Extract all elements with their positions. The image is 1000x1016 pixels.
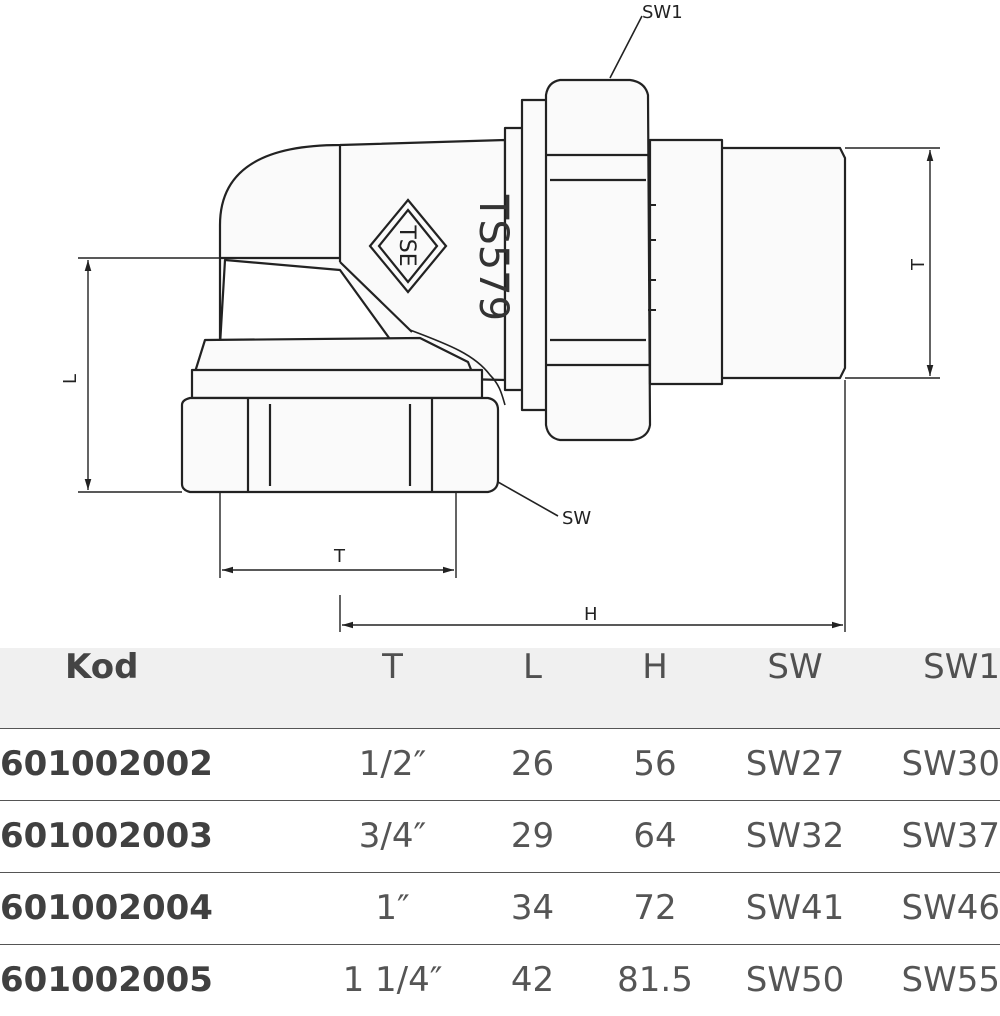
cell-sw1: SW55 xyxy=(901,960,1000,1001)
cell-l: 42 xyxy=(510,960,555,1001)
cell-code: 601002002 xyxy=(0,744,213,784)
cell-h: 72 xyxy=(633,888,677,928)
sw1-leader xyxy=(609,15,643,79)
cell-sw1: SW46 xyxy=(901,888,1000,928)
cell-h: 64 xyxy=(633,816,677,856)
fitting-technical-drawing: TSE TS579 SW1 SW T L T H xyxy=(60,2,940,632)
upper-hex-nut xyxy=(544,78,652,442)
cell-l: 29 xyxy=(510,816,555,856)
tse-logo: TSE xyxy=(368,198,448,294)
cell-sw: SW41 xyxy=(745,888,845,928)
elbow-ridge xyxy=(339,261,413,333)
cell-sw: SW32 xyxy=(745,816,845,856)
lower-collar xyxy=(193,336,474,374)
cell-t: 1″ xyxy=(375,888,410,928)
header-kod: Kod xyxy=(65,647,139,687)
table-row: 601002002 1/2″ 26 56 SW27 SW30 xyxy=(0,728,1000,800)
header-sw1: SW1 xyxy=(923,647,1000,687)
spec-table: Kod T L H SW SW1 601002002 1/2″ 26 56 SW… xyxy=(0,648,1000,1016)
table-header-row: Kod T L H SW SW1 xyxy=(0,648,1000,728)
label-h: H xyxy=(584,604,598,625)
sw-leader xyxy=(497,481,559,517)
cell-l: 26 xyxy=(510,744,555,784)
table-row: 601002003 3/4″ 29 64 SW32 SW37 xyxy=(0,800,1000,872)
union-flange-2 xyxy=(520,98,550,412)
header-sw: SW xyxy=(767,647,823,687)
cell-l: 34 xyxy=(510,888,555,928)
table-row: 601002005 1 1/4″ 42 81.5 SW50 SW55 xyxy=(0,944,1000,1016)
lower-collar-ring xyxy=(190,368,484,400)
header-l: L xyxy=(523,647,542,687)
cell-sw: SW50 xyxy=(745,960,845,1001)
table-row: 601002004 1″ 34 72 SW41 SW46 xyxy=(0,872,1000,944)
header-h: H xyxy=(642,647,668,687)
cell-t: 1 1/4″ xyxy=(342,960,443,1001)
header-t: T xyxy=(382,647,403,687)
cell-h: 81.5 xyxy=(617,960,693,1001)
standard-mark: TS579 xyxy=(470,194,516,321)
label-t-right: T xyxy=(908,258,929,271)
seal-wire xyxy=(409,329,506,406)
cell-t: 3/4″ xyxy=(358,816,427,856)
cell-t: 1/2″ xyxy=(358,744,427,784)
label-l: L xyxy=(60,374,81,384)
cell-code: 601002005 xyxy=(0,960,213,1001)
label-sw1: SW1 xyxy=(642,2,683,23)
cell-sw1: SW37 xyxy=(901,816,1000,856)
cell-sw: SW27 xyxy=(745,744,845,784)
cell-h: 56 xyxy=(633,744,677,784)
cell-code: 601002004 xyxy=(0,888,213,928)
cell-sw1: SW30 xyxy=(901,744,1000,784)
label-t-bottom: T xyxy=(333,546,346,567)
lower-hex-nut xyxy=(180,396,500,494)
cell-code: 601002003 xyxy=(0,816,213,856)
label-sw: SW xyxy=(562,508,591,529)
male-thread xyxy=(648,138,847,386)
tse-logo-text: TSE xyxy=(394,224,419,266)
elbow-body xyxy=(218,138,507,382)
